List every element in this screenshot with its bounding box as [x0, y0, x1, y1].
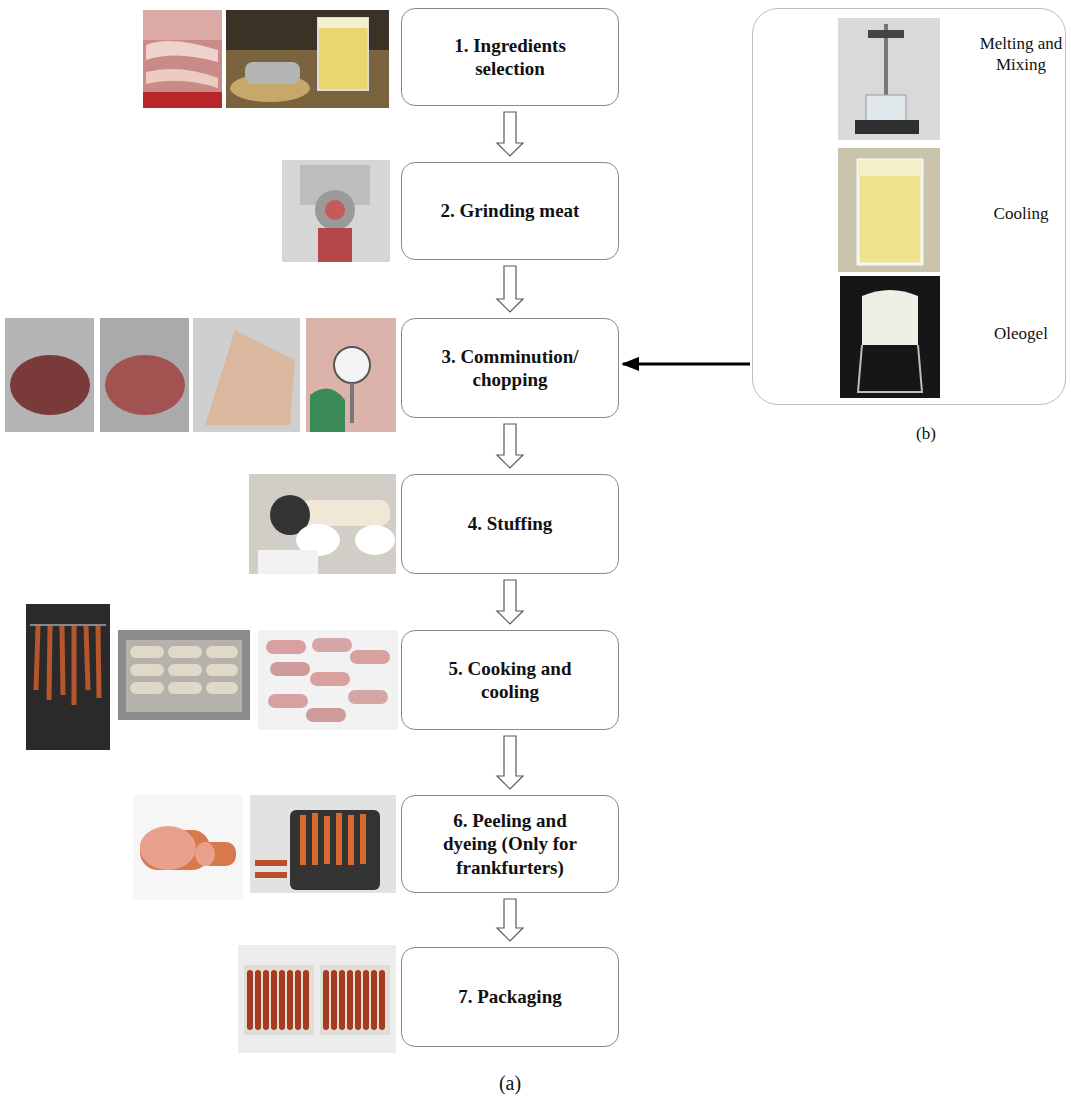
process-box: 5. Cooking and cooling: [401, 630, 619, 730]
step-label: 6. Peeling and dyeing (Only for frankfur…: [428, 809, 592, 879]
flow-arrow: [497, 899, 523, 941]
process-box: 7. Packaging: [401, 947, 619, 1047]
step-label: 1. Ingredients selection: [428, 34, 592, 80]
photo-panel: Melting and MixingCoolingOleogel(b): [752, 8, 1066, 405]
process-box: 2. Grinding meat: [401, 162, 619, 260]
grinder-photo: [282, 160, 390, 262]
stuffing-photo: [249, 474, 396, 574]
chopping-photos: [5, 318, 396, 432]
panel-letter: (a): [470, 1072, 550, 1095]
process-box: 1. Ingredients selection: [401, 8, 619, 106]
meat-photo: [143, 10, 222, 108]
process-box: 4. Stuffing: [401, 474, 619, 574]
process-box: 6. Peeling and dyeing (Only for frankfur…: [401, 795, 619, 893]
step-label: 2. Grinding meat: [441, 199, 580, 222]
flow-arrow: [497, 266, 523, 312]
step-caption: (b): [886, 423, 966, 444]
step-caption: Melting and Mixing: [977, 33, 1065, 76]
input-arrow: [623, 363, 750, 366]
flow-arrow: [497, 424, 523, 468]
step-label: 4. Stuffing: [468, 512, 552, 535]
step-label: 3. Comminution/ chopping: [428, 345, 592, 391]
peeling-photos: [133, 795, 396, 900]
oil-soy-photo: [226, 10, 389, 108]
step-label: 7. Packaging: [458, 985, 561, 1008]
step-label: 5. Cooking and cooling: [428, 657, 592, 703]
step-caption: Oleogel: [977, 323, 1065, 344]
packaging-photo: [238, 945, 396, 1053]
process-box: 3. Comminution/ chopping: [401, 318, 619, 418]
step-caption: Cooling: [977, 203, 1065, 224]
cooking-photos: [26, 604, 398, 750]
flow-arrow: [497, 736, 523, 789]
flow-arrow: [497, 112, 523, 156]
flow-arrow: [497, 580, 523, 624]
oleogel-photos: [838, 18, 940, 398]
